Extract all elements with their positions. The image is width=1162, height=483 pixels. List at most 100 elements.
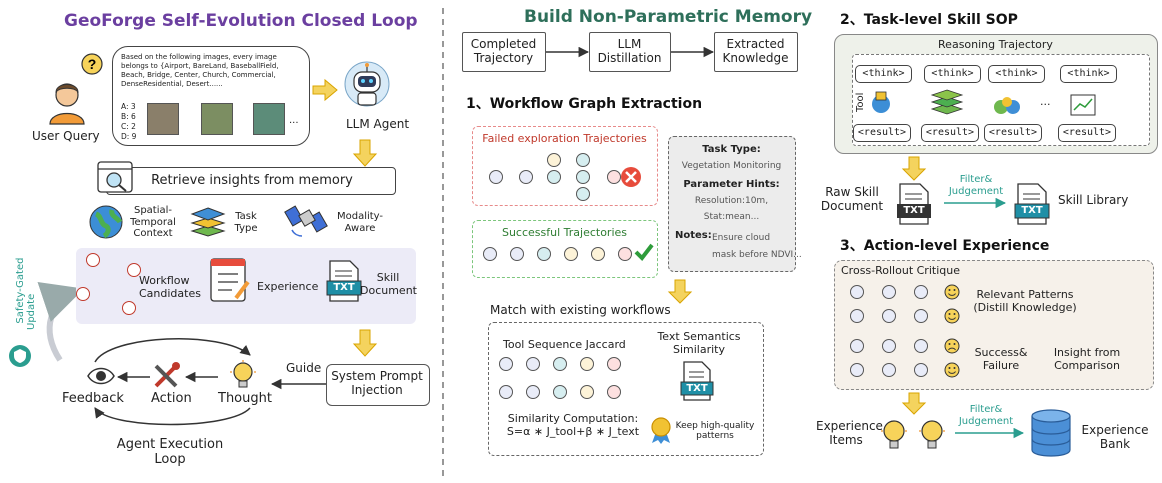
safety-gated-label: Safety-Gated Update (4, 240, 37, 330)
option-d: D: 9 (121, 132, 137, 141)
experience-bank-label: Experience Bank (1081, 423, 1149, 451)
action-label: Action (151, 391, 192, 406)
user-avatar-icon (44, 78, 90, 125)
lightbulb-icon (228, 360, 258, 392)
globe-icon (88, 204, 124, 240)
skill-document-label: Skill Document (360, 271, 417, 297)
cross-rollout-label: Cross-Rollout Critique (841, 264, 960, 277)
checklist-icon (208, 254, 252, 304)
layers-icon (190, 204, 226, 238)
option-c: C: 2 (121, 122, 136, 131)
reasoning-trajectory-label: Reasoning Trajectory (938, 38, 1053, 51)
think-tag: <think> (988, 65, 1045, 83)
query-text: Based on the following images, every ima… (121, 53, 279, 88)
success-node (537, 247, 551, 261)
experience-items-label: Experience Items (816, 419, 883, 447)
result-tag: <result> (984, 124, 1042, 142)
system-prompt-box: System Prompt Injection (326, 364, 430, 406)
option-b: B: 6 (121, 112, 136, 121)
jaccard-node (553, 357, 567, 371)
chart-tool-icon (1070, 94, 1096, 116)
pipeline-step-1-label: Completed Trajectory (470, 37, 537, 65)
chips-tool-icon (992, 97, 1022, 117)
spatial-temporal-label: Spatial- Temporal Context (130, 205, 176, 239)
smile-icon (944, 362, 960, 378)
txt-document-icon: TXT (896, 182, 932, 226)
pipeline-step-1: Completed Trajectory (462, 32, 546, 72)
agent-loop-label: Agent Execution Loop (116, 437, 224, 467)
rollout-node (882, 309, 896, 323)
yellow-arrow-right-1 (312, 78, 338, 102)
section1-title: 1、Workflow Graph Extraction (466, 96, 703, 112)
sample-image-3 (253, 103, 285, 135)
guide-label: Guide (286, 361, 322, 375)
safety-curve (37, 282, 84, 362)
yellow-arrow-down-1 (352, 139, 378, 167)
rollout-node (850, 363, 864, 377)
rollout-node (850, 309, 864, 323)
eye-icon (86, 364, 116, 388)
middle-title: Build Non-Parametric Memory (524, 7, 813, 27)
option-a: A: 3 (121, 102, 136, 111)
system-prompt-label: System Prompt Injection (331, 369, 423, 397)
jaccard-label: Tool Sequence Jaccard (503, 338, 626, 351)
semantics-label: Text Semantics Similarity (657, 330, 741, 356)
satellite-tool-icon (868, 90, 894, 114)
question-bubble-icon: ? (80, 52, 104, 76)
cross-fail-icon (620, 166, 642, 188)
failed-node (576, 153, 590, 167)
section2-title: 2、Task-level Skill SOP (840, 12, 1018, 28)
action-experience-panel: Cross-Rollout Critique Relevant Patterns… (834, 260, 1154, 390)
filter1-label: Filter& Judgement (948, 174, 1004, 197)
failed-node (576, 170, 590, 184)
lightbulb-icon (918, 418, 946, 454)
jaccard-node (580, 357, 594, 371)
sad-icon (944, 338, 960, 354)
jaccard-node (499, 385, 513, 399)
tool-label: Tool (855, 92, 866, 112)
failed-node (519, 170, 533, 184)
yellow-arrow-down-3 (667, 279, 693, 304)
task-type-value: Vegetation Monitoring (681, 161, 782, 171)
relevant-label: Relevant Patterns (Distill Knowledge) (973, 288, 1077, 314)
rollout-node (914, 309, 928, 323)
success-node (564, 247, 578, 261)
layers-tool-icon (930, 88, 964, 116)
txt-document-icon: TXT (1014, 182, 1050, 226)
pipeline-step-3: Extracted Knowledge (714, 32, 798, 72)
smile-icon (944, 284, 960, 300)
insight-label: Insight from Comparison (1053, 346, 1121, 372)
modality-aware-label: Modality- Aware (336, 211, 384, 234)
query-bubble: Based on the following images, every ima… (112, 46, 310, 146)
workflow-node (127, 263, 141, 277)
jaccard-node (607, 385, 621, 399)
task-type-label: Task Type (234, 211, 258, 234)
images-ellipsis: ... (289, 115, 299, 126)
tool-ellipsis: ... (1040, 95, 1051, 108)
raw-skill-label: Raw Skill Document (820, 185, 884, 213)
database-icon (1030, 408, 1072, 458)
feedback-label: Feedback (62, 391, 124, 406)
task-type-title: Task Type: (702, 144, 761, 155)
pipeline-step-3-label: Extracted Knowledge (722, 37, 789, 65)
pipeline-step-2: LLM Distillation (589, 32, 671, 72)
rollout-node (914, 285, 928, 299)
result-tag: <result> (853, 124, 911, 142)
txt-document-icon: TXT (680, 360, 714, 402)
experience-label: Experience (257, 280, 319, 293)
think-tag: <think> (855, 65, 912, 83)
workflow-node (76, 287, 90, 301)
left-title: GeoForge Self-Evolution Closed Loop (64, 11, 418, 31)
result-tag: <result> (1058, 124, 1116, 142)
jaccard-node (526, 385, 540, 399)
rollout-node (914, 363, 928, 377)
rollout-node (850, 285, 864, 299)
safety-gated-text: Safety-Gated Update (15, 257, 37, 330)
task-info-card: Task Type: Vegetation Monitoring Paramet… (668, 136, 802, 272)
llm-agent-label: LLM Agent (346, 117, 410, 131)
failed-trajectories-box: Failed exploration Trajectories (472, 126, 658, 206)
failed-label: Failed exploration Trajectories (482, 132, 647, 145)
skill-library-label: Skill Library (1058, 193, 1129, 207)
txt-label: TXT (903, 205, 925, 216)
jaccard-node (526, 357, 540, 371)
